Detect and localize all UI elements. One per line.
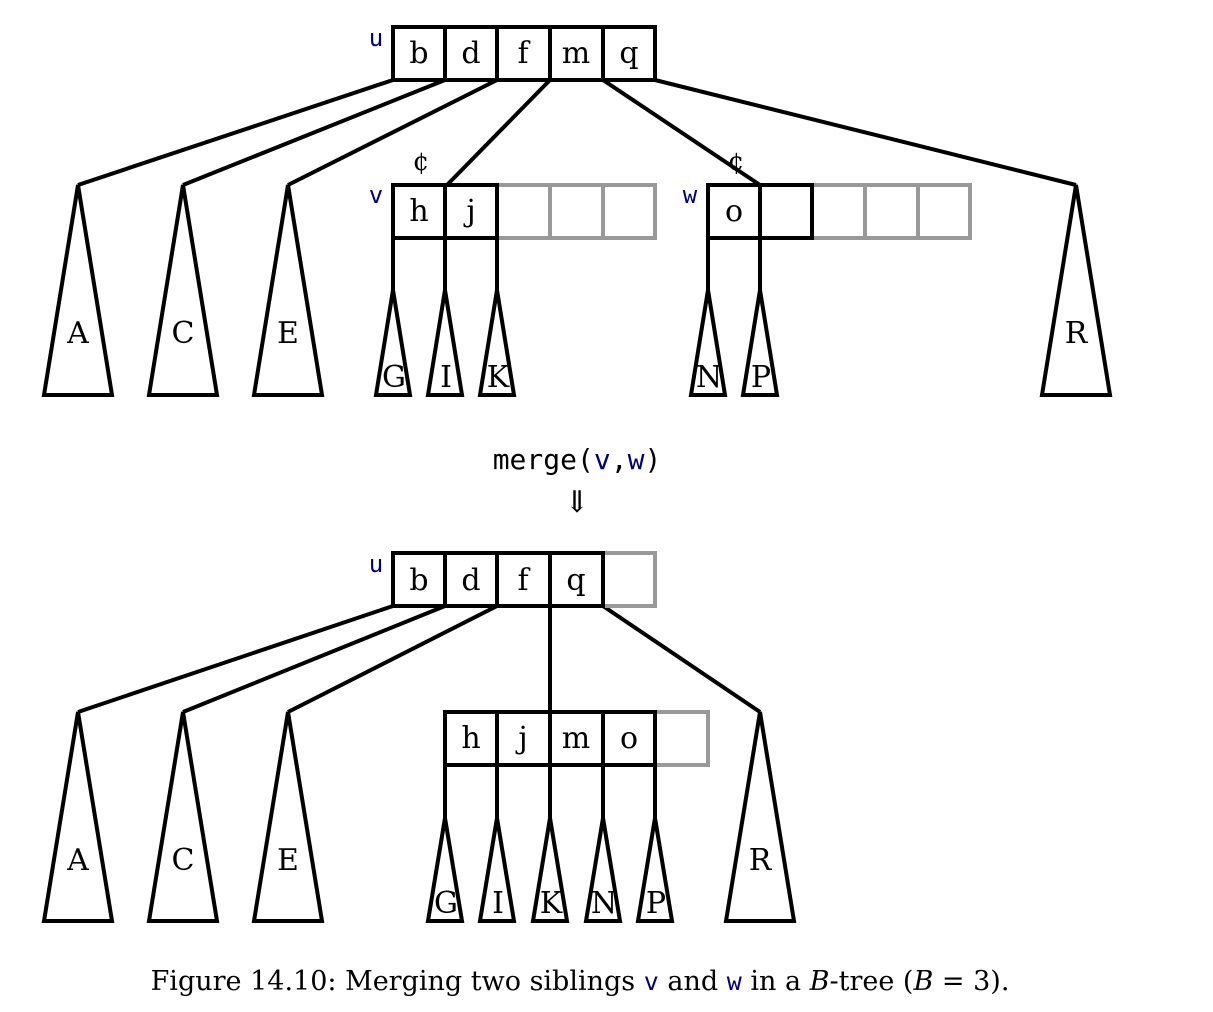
key: o [620, 721, 638, 756]
subtree-label: I [440, 360, 452, 395]
subtree-triangle [477, 817, 517, 923]
after-node-u: u b d f q [369, 550, 657, 608]
comma: , [611, 443, 628, 476]
key: f [517, 563, 530, 598]
subtree-triangle [251, 184, 325, 397]
subtree-label: A [66, 316, 89, 351]
operation-arg-w: w [628, 443, 645, 476]
caption-w: w [726, 967, 742, 996]
subtree-label: G [382, 360, 406, 395]
subtree-label: E [277, 316, 299, 351]
key: d [461, 36, 480, 71]
caption-b: B [809, 966, 830, 997]
operation: merge(v,w) ⇓ [493, 443, 662, 520]
subtree-label: E [277, 843, 299, 878]
subtree-triangle [425, 817, 465, 923]
caption-tree: -tree ( [829, 966, 914, 997]
subtree-label: I [492, 886, 504, 921]
marker: ¢ [728, 147, 745, 177]
caption-suffix: = 3). [933, 966, 1010, 997]
after-subtree-labels: A C E G I K N P R [66, 843, 773, 921]
key: h [409, 194, 428, 229]
caption-prefix: Figure 14.10: Merging two siblings [150, 966, 644, 997]
key: d [461, 563, 480, 598]
open-paren: ( [577, 443, 594, 476]
subtree-label: R [1065, 316, 1089, 351]
subtree-triangle [477, 289, 517, 397]
subtree-label: P [751, 360, 771, 395]
subtree-triangle [425, 289, 465, 397]
key: h [461, 721, 480, 756]
before-subtrees [41, 184, 1113, 397]
key: b [409, 563, 428, 598]
caption-and: and [658, 966, 727, 997]
subtree-triangle [530, 817, 570, 923]
before-subtree-labels: A C E G I K N P R [66, 316, 1089, 395]
operation-arg-v: v [594, 443, 611, 476]
subtree-label: P [646, 886, 666, 921]
key: f [517, 36, 530, 71]
caption-middle: in a [741, 966, 810, 997]
down-arrow-icon: ⇓ [564, 485, 589, 520]
subtree-triangle [583, 817, 623, 923]
before-node-w: w o ¢ [683, 147, 972, 240]
key: q [619, 36, 638, 71]
figure-caption: Figure 14.10: Merging two siblings v and… [0, 966, 1160, 997]
subtree-label: A [66, 843, 89, 878]
subtree-triangle [251, 711, 325, 923]
subtree-triangle [146, 711, 220, 923]
subtree-label: C [172, 316, 195, 351]
marker: ¢ [413, 147, 430, 177]
subtree-triangle [373, 289, 413, 397]
subtree-triangle [1039, 184, 1113, 397]
key: o [725, 194, 743, 229]
key: m [562, 36, 590, 71]
subtree-triangle [146, 184, 220, 397]
key: j [463, 194, 475, 229]
after-tree: u b d f q h j m o [41, 550, 797, 923]
key: b [409, 36, 428, 71]
node-label-w: w [683, 181, 698, 209]
subtree-label: K [540, 886, 563, 921]
caption-b2: B [913, 966, 934, 997]
node-label-u: u [369, 24, 383, 52]
after-edges [77, 604, 762, 818]
node-label-v: v [369, 181, 383, 209]
key: q [566, 563, 585, 598]
key: j [515, 721, 527, 756]
node-label-u: u [369, 550, 383, 578]
before-node-u: u b d f m q [369, 24, 657, 82]
subtree-triangle [688, 289, 728, 397]
subtree-label: G [434, 886, 458, 921]
operation-name: merge [493, 443, 577, 476]
subtree-triangle [41, 184, 115, 397]
subtree-triangle [723, 711, 797, 923]
subtree-label: N [696, 360, 722, 395]
subtree-label: R [749, 843, 773, 878]
before-tree: u b d f m q v h j ¢ w o ¢ [41, 24, 1113, 397]
key: m [562, 721, 590, 756]
before-node-v: v h j ¢ [369, 147, 657, 240]
subtree-triangle [41, 711, 115, 923]
after-node-merged: h j m o [443, 710, 710, 767]
subtree-label: N [591, 886, 617, 921]
before-edges [77, 78, 1077, 290]
subtree-triangle [635, 817, 675, 923]
subtree-label: C [172, 843, 195, 878]
operation-call: merge(v,w) [493, 443, 662, 476]
close-paren: ) [644, 443, 661, 476]
after-subtrees [41, 711, 797, 923]
caption-v: v [643, 967, 659, 996]
subtree-label: K [487, 360, 510, 395]
subtree-triangle [740, 289, 780, 397]
